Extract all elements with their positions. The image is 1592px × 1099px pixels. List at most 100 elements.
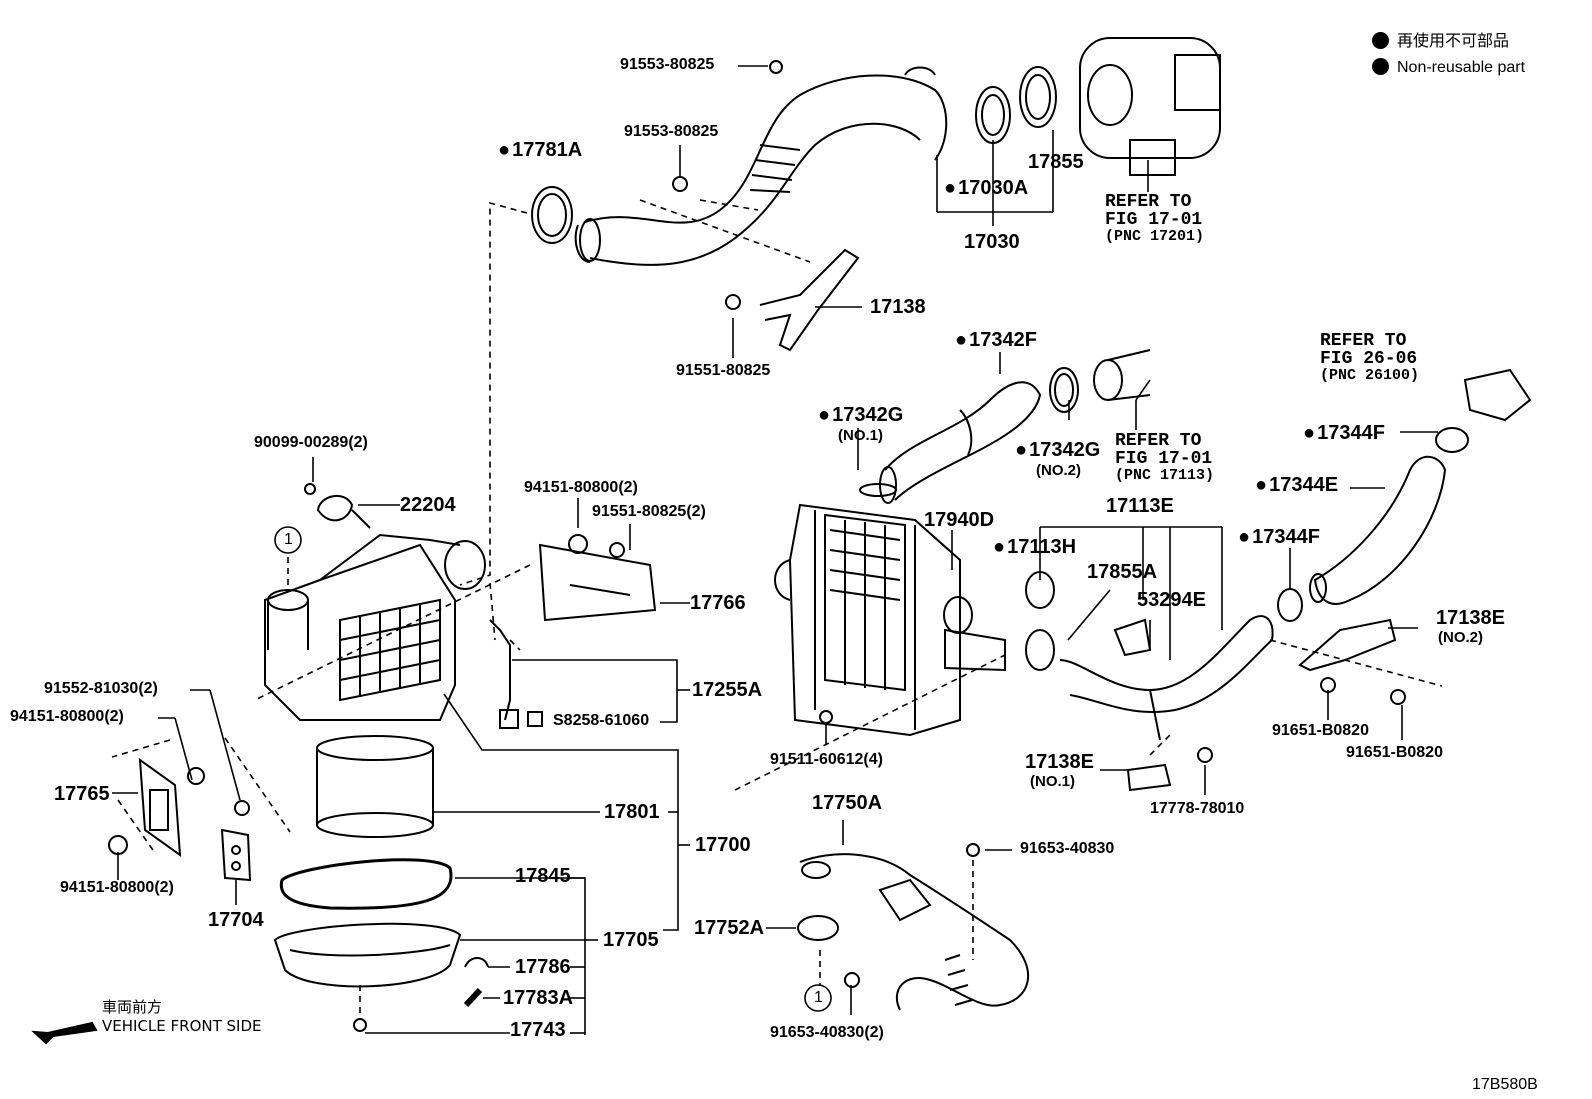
hose-17344E: [1309, 455, 1447, 605]
label-17138E-no1: 17138E: [1025, 751, 1094, 773]
label-17255A: 17255A: [692, 679, 763, 701]
label-17344F-top: 17344F: [1303, 423, 1385, 443]
intercooler-core-17940D: [774, 503, 1006, 737]
pipe-17113E: [1025, 615, 1274, 741]
vehicle-front-en: VEHICLE FRONT SIDE: [102, 1017, 262, 1035]
label-17030: 17030: [964, 231, 1020, 253]
refer-fig-17-01-mid: REFER TO FIG 17-01 (PNC 17113): [1115, 431, 1215, 484]
vehicle-front-arrow: [31, 1021, 98, 1045]
throttle-body-26100: [1463, 368, 1532, 422]
vehicle-front-side-label: 車両前方 VEHICLE FRONT SIDE: [102, 1000, 262, 1034]
sublabel-no2-17138E: (NO.2): [1438, 629, 1483, 646]
label-17344F-bottom: 17344F: [1238, 527, 1320, 547]
legend-en-text: Non-reusable part: [1397, 59, 1526, 76]
label-17783A: 17783A: [503, 987, 574, 1009]
bracket-17704: [220, 828, 252, 882]
label-91653-40830: 91653-40830: [1020, 840, 1115, 857]
bracket-53294E: [1113, 618, 1152, 657]
hose-end-17113: [1093, 349, 1151, 401]
label-17765: 17765: [54, 783, 110, 805]
label-94151-80800-left: 94151-80800(2): [10, 708, 124, 725]
label-17342G-no1: 17342G: [818, 405, 903, 425]
bolt-markers: [108, 60, 1406, 1032]
label-91551-80825-2: 91551-80825(2): [592, 503, 706, 520]
label-17845: 17845: [515, 865, 571, 887]
legend-bullet-en: [1372, 58, 1389, 75]
label-S8258-61060: S8258-61060: [553, 712, 650, 729]
label-17113E: 17113E: [1106, 495, 1174, 517]
upper-air-hose: [531, 37, 1221, 266]
label-17766: 17766: [690, 592, 746, 614]
cap-22204: [316, 495, 371, 529]
bracket-17138E-no2: [1298, 618, 1397, 672]
clamp-17752A: [797, 915, 839, 941]
label-17344E: 17344E: [1255, 475, 1338, 495]
vehicle-front-jp: 車両前方: [102, 998, 163, 1016]
sublabel-no1-17342G: (NO.1): [838, 427, 883, 444]
label-91651-B0820-b: 91651-B0820: [1346, 744, 1443, 761]
circle-marker-top-number: 1: [284, 531, 293, 548]
dashed-alignment-lines: [111, 199, 1443, 1015]
bracket-17766: [538, 543, 657, 622]
hose-17750A: [799, 853, 1029, 1011]
label-91553-80825-mid: 91553-80825: [624, 123, 719, 140]
label-94151-80800-top: 94151-80800(2): [524, 479, 638, 496]
figure-code: 17B580B: [1472, 1076, 1538, 1093]
label-91653-40830-2: 91653-40830(2): [770, 1024, 884, 1041]
label-17781A: 17781A: [498, 140, 582, 160]
label-17752A: 17752A: [694, 917, 765, 939]
circle-marker-bottom-number: 1: [814, 989, 823, 1006]
label-17113H: 17113H: [993, 537, 1076, 557]
label-91552-81030: 91552-81030(2): [44, 680, 158, 697]
sublabel-no1-17138E: (NO.1): [1030, 773, 1075, 790]
pin-17783A: [463, 987, 483, 1008]
label-91551-80825: 91551-80825: [676, 362, 771, 379]
clip-17786: [464, 957, 489, 968]
label-17750A: 17750A: [812, 792, 883, 814]
filter-element-17801: [316, 735, 434, 838]
label-53294E: 53294E: [1137, 589, 1206, 611]
label-91553-80825-top: 91553-80825: [620, 56, 715, 73]
label-90099-00289: 90099-00289(2): [254, 434, 368, 451]
sublabel-no2-17342G: (NO.2): [1036, 462, 1081, 479]
legend-jp-text: 再使用不可部品: [1397, 33, 1510, 50]
bracket-17138E-no1: [1126, 763, 1172, 792]
bracket-17138: [759, 248, 860, 352]
intercooler-housing-17700: [264, 533, 486, 721]
clamp-17344F-top: [1435, 427, 1469, 453]
label-94151-80800-bottom: 94151-80800(2): [60, 879, 174, 896]
label-22204: 22204: [400, 494, 456, 516]
label-17704: 17704: [208, 909, 264, 931]
label-17342G-no2: 17342G: [1015, 440, 1100, 460]
label-17940D: 17940D: [924, 509, 995, 531]
circle-marker-top: [274, 526, 302, 554]
legend-bullet-jp: [1372, 32, 1389, 49]
bracket-17765: [138, 757, 182, 858]
label-17786: 17786: [515, 956, 571, 978]
clamp-17342G-no1: [859, 483, 897, 497]
label-17342F: 17342F: [955, 330, 1037, 350]
label-17855: 17855: [1028, 151, 1084, 173]
label-91511-60612: 91511-60612(4): [770, 751, 883, 768]
label-17700: 17700: [695, 834, 751, 856]
label-17030A: 17030A: [944, 178, 1028, 198]
label-17801: 17801: [604, 801, 660, 823]
gasket-17845: [279, 858, 453, 910]
label-91651-B0820-a: 91651-B0820: [1272, 722, 1369, 739]
label-17855A: 17855A: [1087, 561, 1158, 583]
label-17138E-no2: 17138E: [1436, 607, 1505, 629]
label-17743: 17743: [510, 1019, 566, 1041]
sensor-17255A: [489, 619, 543, 729]
clamp-17113H: [1025, 571, 1055, 609]
legend: 再使用不可部品 Non-reusable part: [1372, 32, 1525, 76]
refer-fig-17-01-top: REFER TO FIG 17-01 (PNC 17201): [1105, 192, 1205, 245]
refer-fig-26-06: REFER TO FIG 26-06 (PNC 26100): [1320, 331, 1420, 384]
clamp-17344F-bottom: [1277, 588, 1303, 622]
leader-lines: [112, 65, 1438, 1035]
label-17705: 17705: [603, 929, 659, 951]
label-17778-78010: 17778-78010: [1150, 800, 1245, 817]
clamp-17342G-no2: [1049, 367, 1079, 413]
circle-marker-bottom: [804, 984, 832, 1012]
